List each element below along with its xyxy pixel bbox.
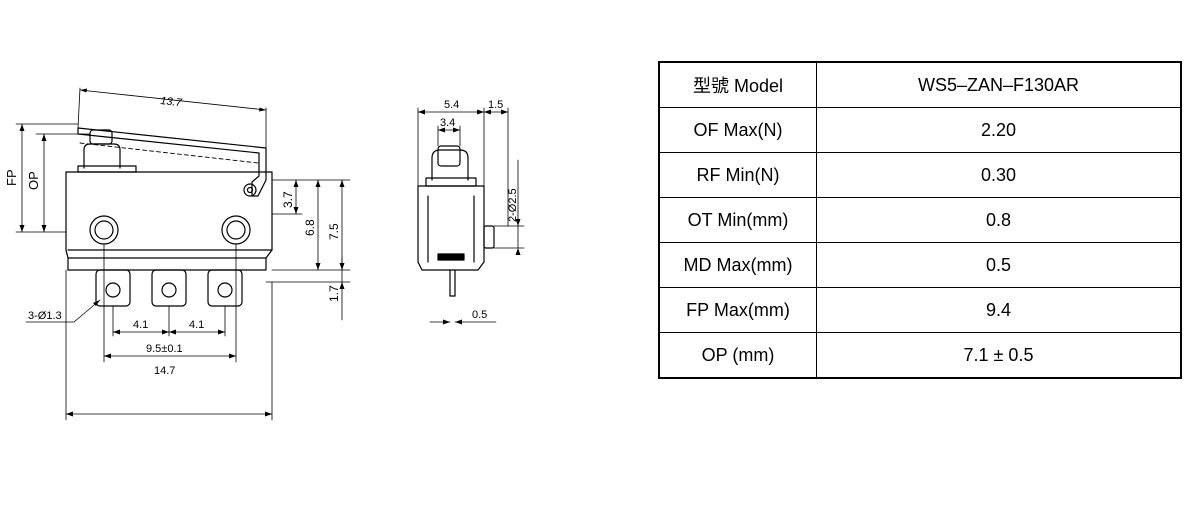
actuator-lever [77,127,267,197]
dim-6-8: 6.8 [303,219,317,236]
spec-param-cell: 型號 Model [658,61,817,108]
spec-value-cell: 0.30 [816,152,1182,198]
dim-0-5: 0.5 [472,309,487,321]
spec-value-cell: 0.5 [816,242,1182,288]
spec-param-cell: OP (mm) [658,332,817,379]
dim-1-7: 1.7 [327,285,341,302]
dim-9-5: 9.5±0.1 [146,343,183,355]
terminal-3 [207,269,243,307]
spec-value-cell: 9.4 [816,287,1182,333]
spec-value-cell: 2.20 [816,107,1182,153]
switch-body [65,171,273,271]
dim-op-label: OP [26,171,41,190]
spec-param-cell: OT Min(mm) [658,197,817,243]
dim-5-4: 5.4 [444,99,459,111]
terminal-1 [95,269,131,307]
dim-pitch-right: 4.1 [189,319,204,331]
spec-param-cell: MD Max(mm) [658,242,817,288]
spec-param-cell: FP Max(mm) [658,287,817,333]
spec-row: FP Max(mm)9.4 [658,287,1182,333]
mount-boss [483,225,495,249]
dim-3-7: 3.7 [281,191,295,208]
end-view [417,107,525,323]
dim-lever-length: 13.7 [160,95,183,109]
spec-row: RF Min(N)0.30 [658,152,1182,198]
dim-3-4: 3.4 [440,117,455,129]
end-view-plunger [437,145,461,167]
dim-14-7: 14.7 [154,365,175,377]
dim-1-5: 1.5 [488,99,503,111]
spec-row: OP (mm)7.1 ± 0.5 [658,332,1182,379]
spec-param-cell: RF Min(N) [658,152,817,198]
dim-mount: 2-Ø2.5 [507,188,519,222]
dim-pitch-left: 4.1 [133,319,148,331]
mounting-hole-right [221,215,251,245]
technical-drawing: 13.7 FP OP 3.7 6.8 7.5 1.7 3-Ø1.3 4.1 4.… [4,87,525,421]
spec-value-cell: 7.1 ± 0.5 [816,332,1182,379]
spec-row: MD Max(mm)0.5 [658,242,1182,288]
mounting-hole-left [89,215,119,245]
dim-holes: 3-Ø1.3 [28,310,62,322]
terminal-2 [151,269,187,307]
spec-value-cell: WS5–ZAN–F130AR [816,61,1182,108]
side-view [15,87,351,421]
dim-fp-label: FP [4,169,19,186]
spec-param-cell: OF Max(N) [658,107,817,153]
spec-value-cell: 0.8 [816,197,1182,243]
spec-row: OF Max(N)2.20 [658,107,1182,153]
dim-7-5: 7.5 [327,223,341,240]
spec-row: OT Min(mm)0.8 [658,197,1182,243]
